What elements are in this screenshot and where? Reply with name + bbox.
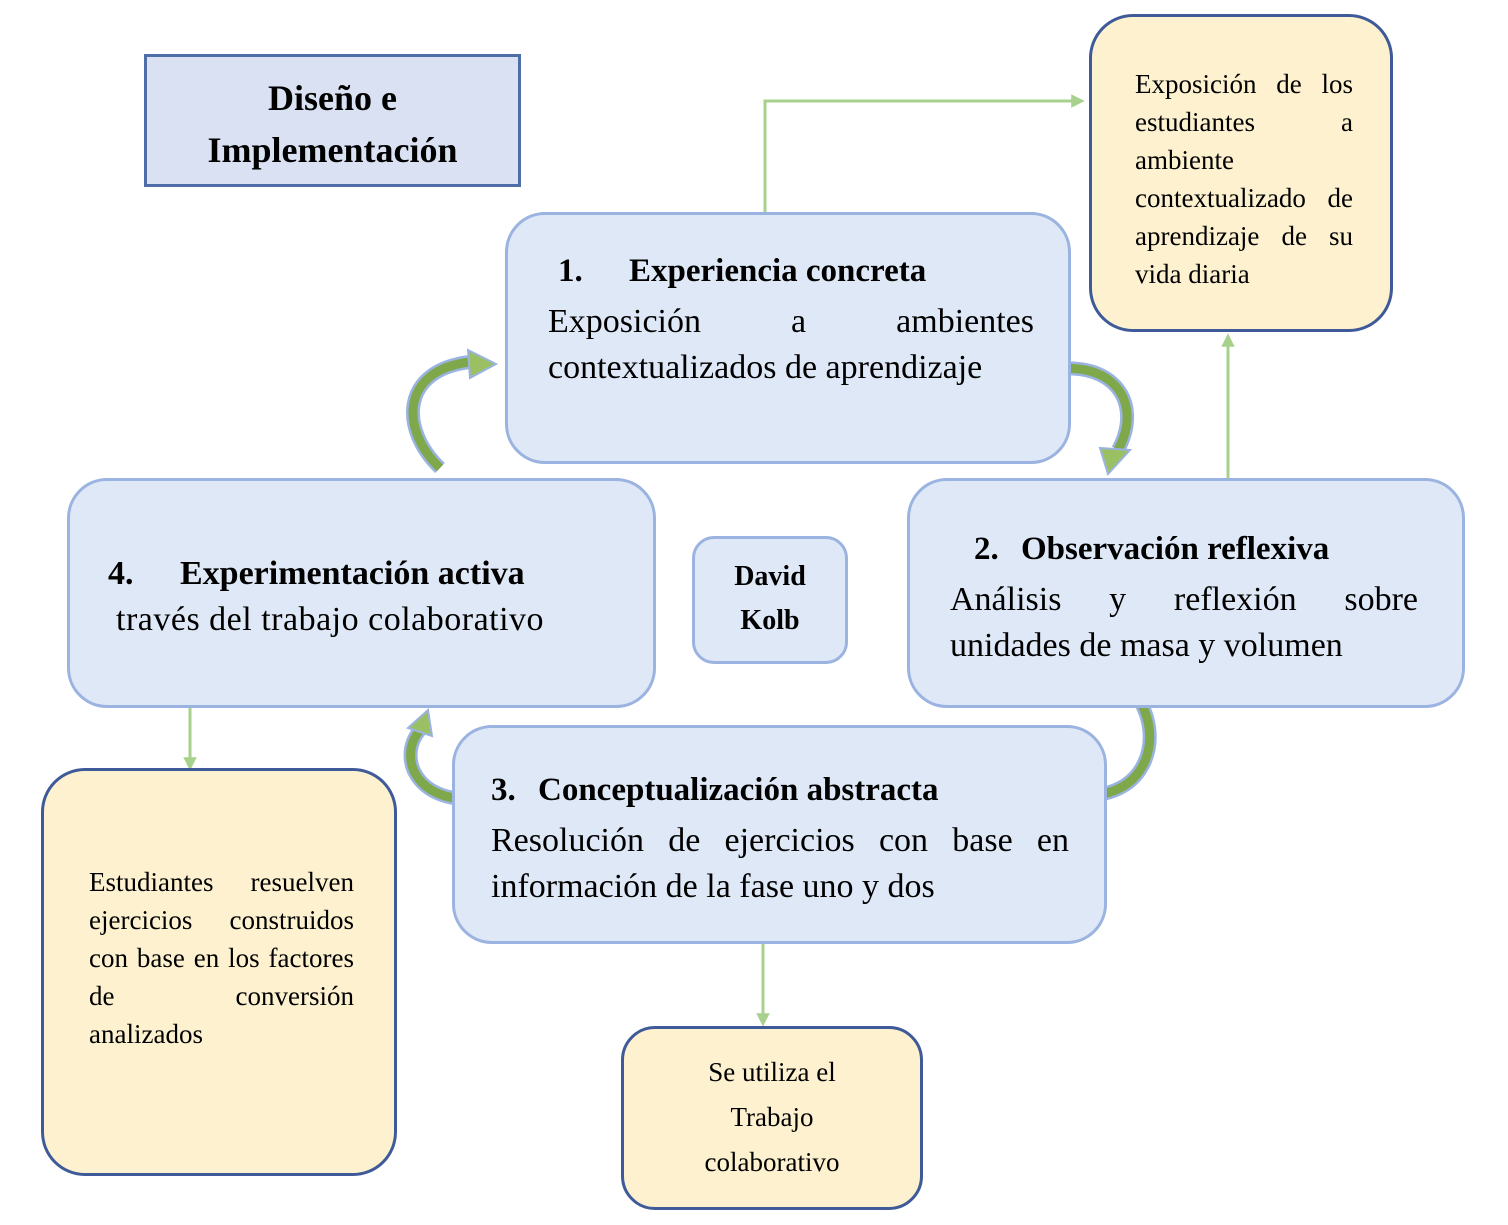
outcome-box-top-right: Exposición de los estudiantes a ambiente…	[1089, 14, 1393, 332]
stage-3-heading: 3. Conceptualización abstracta	[491, 772, 939, 809]
center-line-1: David	[734, 561, 806, 592]
stage-box-4: 4. Experimentación activa través del tra…	[67, 478, 656, 708]
stage-1-title: Experiencia concreta	[629, 253, 927, 289]
outcome-bottom-center-line-1: Se utiliza el	[708, 1057, 836, 1087]
title-line-1: Diseño e	[268, 78, 397, 118]
title-line-2: Implementación	[207, 130, 458, 170]
outcome-box-bottom-left: Estudiantes resuelven ejercicios constru…	[41, 768, 397, 1176]
connector-stage1-to-outcome	[763, 94, 1085, 212]
center-box-david-kolb: David Kolb	[692, 536, 848, 664]
stage-2-title: Observación reflexiva	[1021, 531, 1330, 567]
stage-3-number: 3.	[491, 772, 516, 808]
stage-4-body: través del trabajo colaborativo	[116, 601, 545, 638]
stage-4-title: Experimentación activa	[180, 555, 525, 592]
stage-1-number: 1.	[558, 253, 583, 289]
outcome-bottom-left-text: Estudiantes resuelven ejercicios constru…	[89, 867, 354, 1049]
center-line-2: Kolb	[740, 605, 800, 636]
cycle-arrow-4-to-1-icon	[405, 348, 499, 474]
stage-2-body: Análisis y reflexión sobre unidades de m…	[950, 581, 1418, 664]
stage-1-heading: 1. Experiencia concreta	[558, 253, 926, 290]
stage-box-2: 2. Observación reflexiva Análisis y refl…	[907, 478, 1465, 708]
outcome-box-bottom-center: Se utiliza el Trabajo colaborativo	[621, 1026, 923, 1210]
stage-2-heading: 2. Observación reflexiva	[974, 531, 1329, 568]
stage-2-number: 2.	[974, 531, 999, 567]
stage-box-3: 3. Conceptualización abstracta Resolució…	[452, 725, 1107, 944]
stage-box-1: 1. Experiencia concreta Exposición a amb…	[505, 212, 1071, 464]
stage-4-number: 4.	[108, 555, 134, 592]
outcome-bottom-center-line-2: Trabajo	[730, 1102, 814, 1132]
stage-3-body: Resolución de ejercicios con base en inf…	[491, 822, 1069, 905]
stage-1-body: Exposición a ambientes contextualizados …	[548, 303, 1034, 386]
stage-4-heading: 4. Experimentación activa	[108, 555, 525, 593]
title-box: Diseño e Implementación	[144, 54, 521, 187]
stage-3-title: Conceptualización abstracta	[538, 772, 939, 808]
outcome-top-right-text: Exposición de los estudiantes a ambiente…	[1135, 69, 1353, 289]
outcome-bottom-center-line-3: colaborativo	[704, 1147, 840, 1177]
